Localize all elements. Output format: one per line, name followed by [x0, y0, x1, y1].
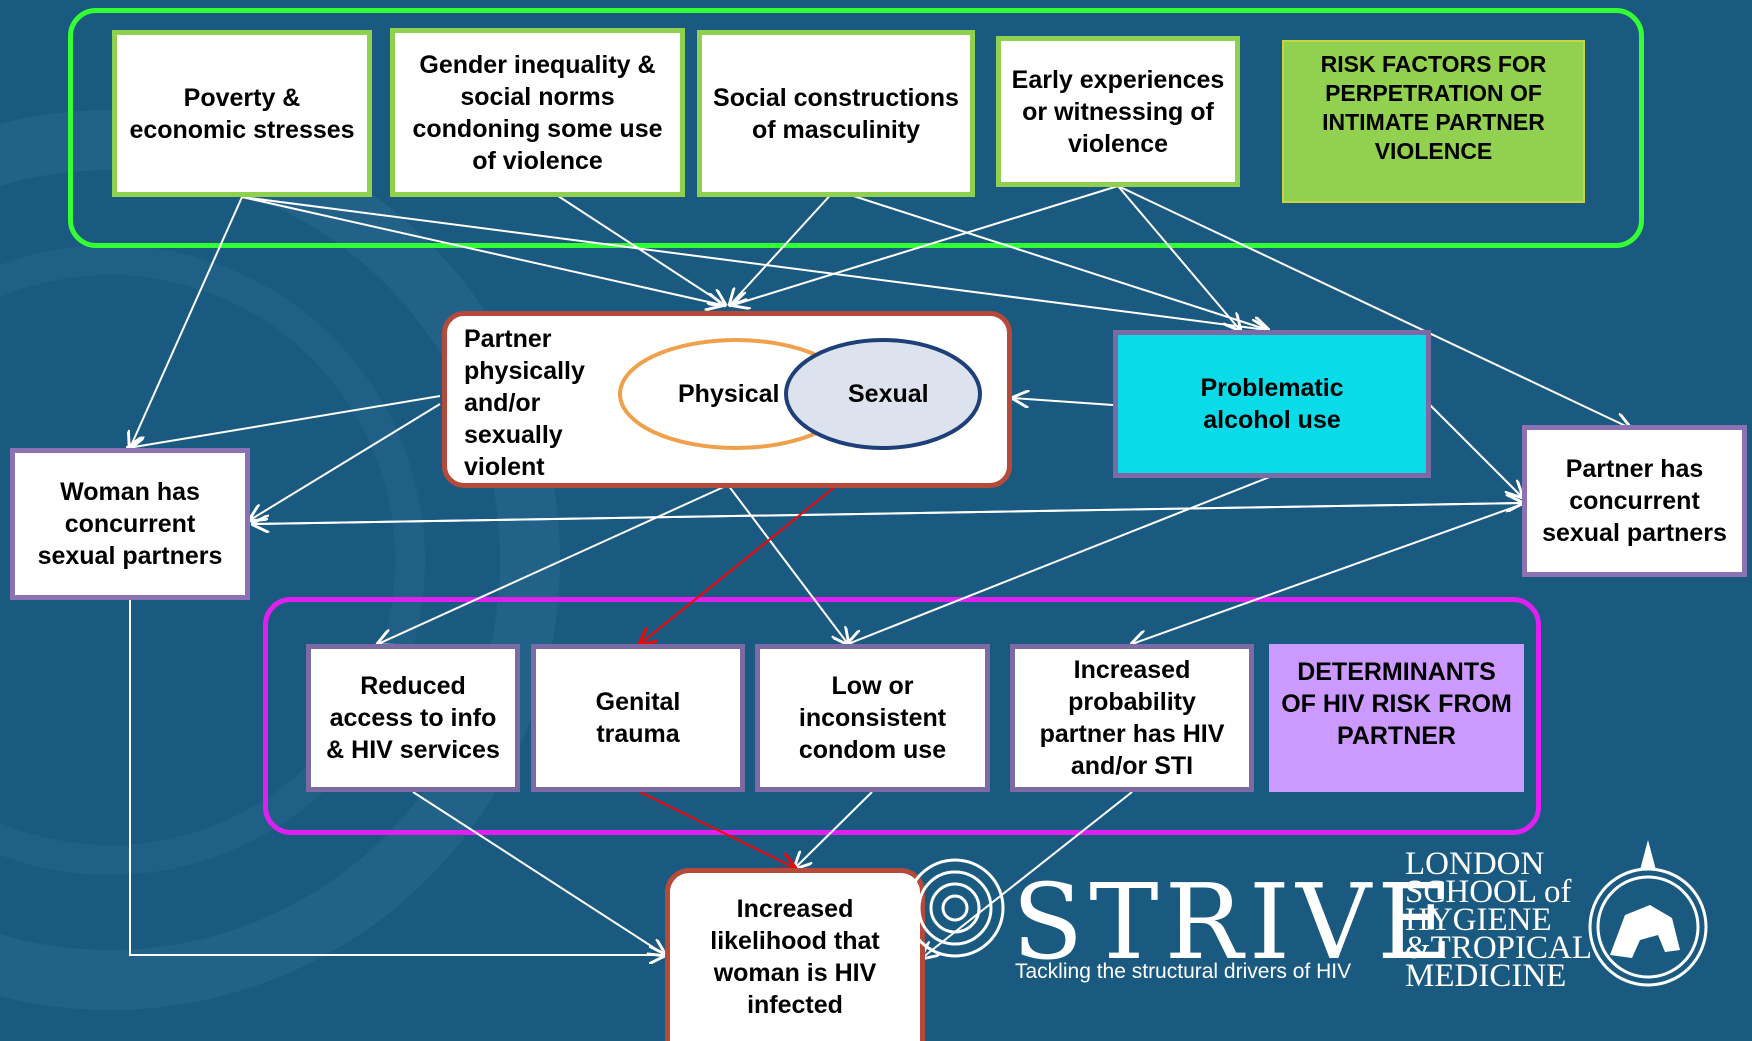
- woman-concurrent-text: Woman has concurrent sexual partners: [37, 478, 223, 570]
- box-early-experiences: Early experiences or witnessing of viole…: [996, 36, 1240, 187]
- arrow-alcohol-partner: [1427, 402, 1522, 497]
- arrow-woman-partner: [252, 503, 1522, 525]
- risk-factors-label-text: RISK FACTORS FOR PERPETRATION OF INTIMAT…: [1320, 51, 1547, 164]
- arrow-masculinity-alcohol: [834, 189, 1268, 330]
- arrow-alcohol-condom: [848, 475, 1273, 644]
- arrow-woman-outcome: [129, 600, 665, 955]
- box-poverty: Poverty & economic stresses: [112, 30, 372, 197]
- strive-wordmark: STRIVE: [1012, 861, 1460, 983]
- arrow-partner-probability: [1132, 504, 1521, 644]
- alcohol-text: Problematic alcohol use: [1200, 374, 1344, 434]
- lshtm-wordmark: LONDON SCHOOL of HYGIENE &TROPICAL MEDIC…: [1405, 846, 1593, 994]
- partner-violent-text: Partner physically and/or sexually viole…: [464, 325, 585, 481]
- box-alcohol: Problematic alcohol use: [1113, 330, 1431, 478]
- box-woman-concurrent: Woman has concurrent sexual partners: [10, 448, 250, 600]
- lshtm-line1: LONDON: [1405, 846, 1545, 882]
- arrow-gender-violence: [551, 191, 725, 305]
- condom-text: Low or inconsistent condom use: [798, 672, 947, 764]
- probability-text: Increased probability partner has HIV an…: [1039, 656, 1225, 780]
- box-partner-concurrent: Partner has concurrent sexual partners: [1522, 425, 1747, 577]
- arrow-violence-woman-2: [250, 403, 441, 520]
- box-condom-use: Low or inconsistent condom use: [755, 644, 990, 792]
- masculinity-text: Social constructions of masculinity: [713, 83, 959, 144]
- arrow-trauma-outcome: [639, 791, 795, 868]
- outcome-text: Increased likelihood that woman is HIV i…: [710, 895, 880, 1019]
- arrow-violence-access: [378, 484, 729, 644]
- arrow-poverty-violence: [241, 196, 722, 305]
- sexual-label: Sexual: [848, 380, 929, 408]
- physical-label: Physical: [678, 380, 780, 408]
- arrow-poverty-woman: [130, 196, 243, 448]
- box-partner-probability: Increased probability partner has HIV an…: [1010, 644, 1254, 792]
- box-masculinity: Social constructions of masculinity: [697, 30, 975, 197]
- poverty-text: Poverty & economic stresses: [129, 83, 355, 144]
- partner-concurrent-text: Partner has concurrent sexual partners: [1542, 455, 1727, 547]
- arrow-condom-outcome: [795, 791, 873, 868]
- box-outcome: Increased likelihood that woman is HIV i…: [665, 868, 925, 1041]
- sexual-oval: [784, 338, 982, 450]
- lshtm-line3: HYGIENE: [1405, 902, 1552, 938]
- lshtm-line5: MEDICINE: [1405, 958, 1567, 994]
- determinants-label-text: DETERMINANTS OF HIV RISK FROM PARTNER: [1281, 658, 1512, 750]
- risk-factors-group: [68, 8, 1644, 248]
- arrow-access-outcome: [412, 791, 665, 955]
- arrow-alcohol-violence: [1013, 398, 1114, 405]
- arrow-masculinity-violence: [730, 189, 836, 305]
- determinants-group: [263, 597, 1541, 835]
- risk-factors-label: RISK FACTORS FOR PERPETRATION OF INTIMAT…: [1282, 40, 1585, 203]
- arrow-poverty-alcohol: [241, 196, 1267, 330]
- determinants-label: DETERMINANTS OF HIV RISK FROM PARTNER: [1269, 644, 1524, 792]
- arrow-early-violence: [733, 185, 1119, 305]
- box-genital-trauma: Genital trauma: [531, 644, 745, 792]
- arrow-violence-woman: [128, 395, 441, 448]
- box-reduced-access: Reduced access to info & HIV services: [306, 644, 520, 792]
- early-text: Early experiences or witnessing of viole…: [1011, 65, 1225, 158]
- arrow-probability-outcome: [922, 791, 1133, 958]
- strive-tagline: Tackling the structural drivers of HIV: [1015, 960, 1352, 983]
- trauma-text: Genital trauma: [595, 688, 681, 748]
- arrow-early-partner: [1117, 185, 1630, 428]
- box-gender-inequality: Gender inequality & social norms condoni…: [390, 28, 685, 197]
- lshtm-line4: &TROPICAL: [1405, 930, 1593, 966]
- arrow-violence-condom: [727, 484, 848, 644]
- arrow-early-alcohol: [1117, 185, 1240, 330]
- lshtm-line2: SCHOOL of: [1405, 874, 1572, 910]
- access-text: Reduced access to info & HIV services: [326, 672, 500, 764]
- gender-text: Gender inequality & social norms condoni…: [412, 50, 663, 175]
